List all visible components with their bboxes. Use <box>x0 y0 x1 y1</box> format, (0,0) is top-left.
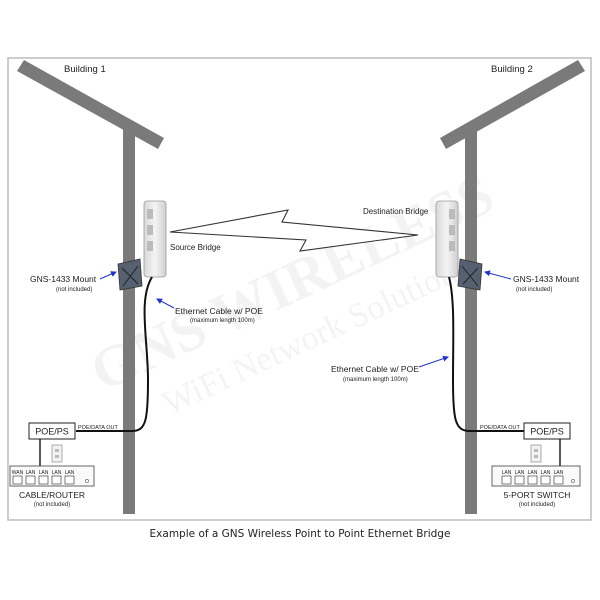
switch-port-label: LAN <box>515 470 525 476</box>
building-1-pole <box>123 124 135 514</box>
building-2-pole <box>465 124 477 514</box>
router-port <box>38 475 49 485</box>
switch-note: (not included) <box>519 502 555 508</box>
diagram-frame <box>7 57 592 521</box>
right-mount-bracket <box>457 258 483 291</box>
destination-bridge-label: Destination Bridge <box>363 207 429 216</box>
switch-port <box>540 475 551 485</box>
building-1 <box>17 60 164 514</box>
router-label: CABLE/ROUTER <box>19 490 85 500</box>
right-ethernet-cable <box>448 276 524 432</box>
figure-caption: Example of a GNS Wireless Point to Point… <box>149 528 451 540</box>
router-port-label: LAN <box>65 470 75 476</box>
building-2-roof <box>440 60 585 149</box>
switch-port-label: LAN <box>541 470 551 476</box>
router-port-label: LAN <box>26 470 36 476</box>
left-poe-box <box>28 422 76 440</box>
destination-bridge-radio <box>435 200 459 278</box>
switch-port <box>514 475 525 485</box>
right-poe-box <box>523 422 571 440</box>
source-bridge-radio <box>143 200 167 278</box>
switch-port <box>501 475 512 485</box>
router-note: (not included) <box>34 502 70 508</box>
switch-led <box>571 479 575 483</box>
router-led <box>85 479 89 483</box>
building-1-roof <box>17 60 164 149</box>
switch-port-label: LAN <box>528 470 538 476</box>
left-mount-note: (not included) <box>56 287 92 293</box>
switch-port-label: LAN <box>554 470 564 476</box>
building-2-label: Building 2 <box>491 64 533 75</box>
switch-port <box>553 475 564 485</box>
left-cable-note: (maximum length 100m) <box>190 318 255 324</box>
right-mount-arrow <box>484 270 512 280</box>
left-mount-label: GNS-1433 Mount <box>30 274 97 284</box>
left-ethernet-cable <box>76 276 153 432</box>
switch-port-label: LAN <box>502 470 512 476</box>
left-cable-label: Ethernet Cable w/ POE <box>175 306 263 316</box>
left-poe-out-label: POE/DATA OUT <box>78 425 118 431</box>
router-port-label: LAN <box>52 470 62 476</box>
left-cable-arrow <box>156 298 175 309</box>
router-port <box>64 475 75 485</box>
right-wall-outlet <box>530 444 542 463</box>
left-mount-arrow <box>99 271 117 280</box>
building-1-label: Building 1 <box>64 64 106 75</box>
right-poe-label: POE/PS <box>530 427 564 437</box>
router-port <box>51 475 62 485</box>
switch-label: 5-PORT SWITCH <box>504 490 571 500</box>
router-port <box>25 475 36 485</box>
left-wall-outlet <box>51 444 63 463</box>
router-port <box>12 475 23 485</box>
right-mount-label: GNS-1433 Mount <box>513 274 580 284</box>
right-cable-arrow <box>418 355 449 368</box>
router-port-label: LAN <box>39 470 49 476</box>
left-poe-label: POE/PS <box>35 427 69 437</box>
building-2 <box>440 60 585 514</box>
right-mount-note: (not included) <box>516 287 552 293</box>
left-mount-bracket <box>117 258 143 291</box>
right-poe-out-label: POE/DATA OUT <box>480 425 520 431</box>
wireless-link-bolt <box>169 209 419 252</box>
source-bridge-label: Source Bridge <box>170 243 221 252</box>
right-cable-note: (maximum length 100m) <box>343 377 408 383</box>
right-cable-label: Ethernet Cable w/ POE <box>331 364 419 374</box>
router-port-label: WAN <box>12 470 24 476</box>
switch-port <box>527 475 538 485</box>
